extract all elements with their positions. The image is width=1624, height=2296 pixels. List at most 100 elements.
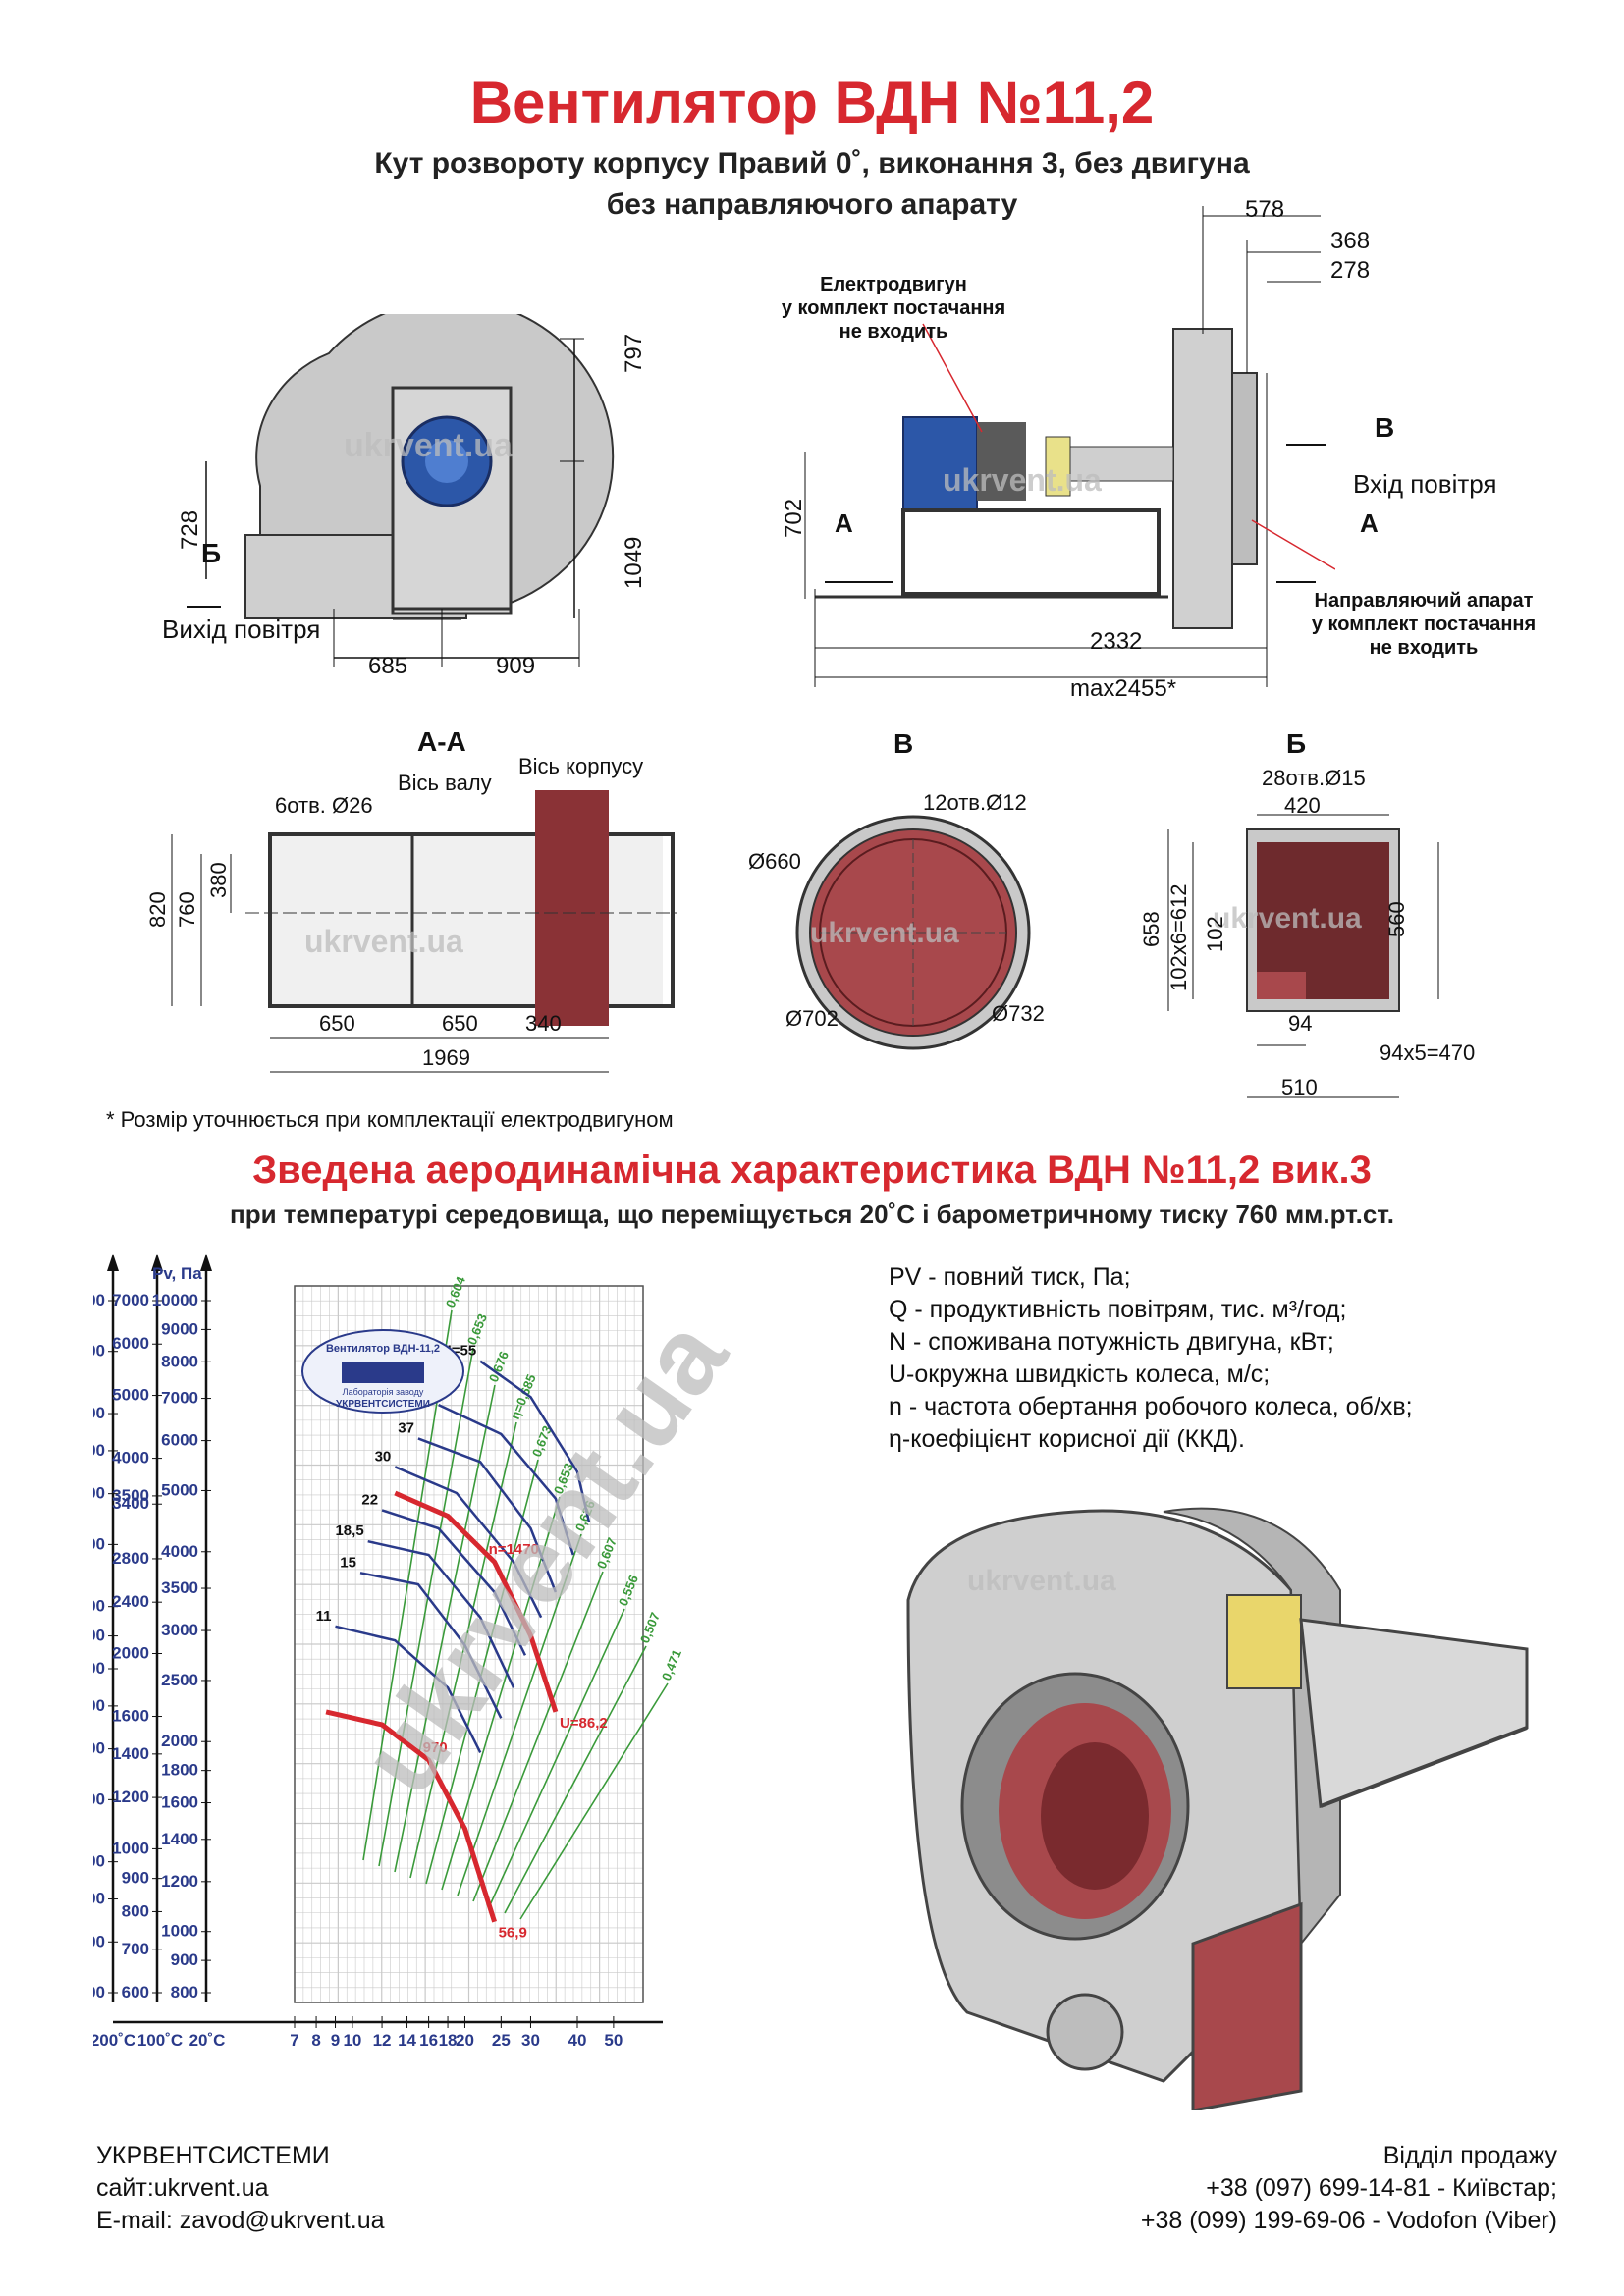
y-tick-label: 600	[93, 1932, 105, 1950]
efficiency-label: 0,507	[637, 1610, 663, 1645]
power-label: 22	[361, 1491, 378, 1508]
y-tick-label: 1400	[112, 1744, 149, 1763]
efficiency-line	[488, 1608, 625, 1908]
arrow-v-label: В	[1375, 412, 1395, 443]
y-tick-label: 9000	[161, 1319, 198, 1338]
x-temp-label: 200˚C	[93, 2031, 135, 2050]
dim-650-b: 650	[442, 1011, 478, 1036]
motor-note-line-3: не входить	[839, 321, 948, 343]
dim-560: 560	[1384, 901, 1409, 937]
view-v-drawing: ukrvent.ua	[795, 815, 1031, 1050]
y-tick-label: 900	[171, 1950, 198, 1969]
dim-909: 909	[496, 653, 536, 679]
stamp-line-2: Лабораторія заводу	[343, 1387, 424, 1397]
y-tick-label: 3000	[93, 1484, 105, 1503]
footer-sales: Відділ продажу	[1382, 2142, 1557, 2169]
arrow-a-right-label: А	[1360, 508, 1379, 538]
view-v-title: В	[893, 728, 914, 759]
x-temp-label: 20˚C	[189, 2031, 226, 2050]
section-aa-title: А-А	[417, 726, 466, 757]
svg-text:ukrvent.ua: ukrvent.ua	[1213, 902, 1362, 934]
x-tick-label: 8	[311, 2031, 320, 2050]
u-label: 56,9	[499, 1925, 527, 1942]
dim-820: 820	[145, 891, 170, 928]
y-axis-arrow	[107, 1254, 119, 1271]
motor-note-line-2: у комплект постачання	[781, 297, 1006, 319]
power-curve	[479, 1360, 591, 1522]
efficiency-line	[409, 1421, 517, 1879]
footer-email[interactable]: E-mail: zavod@ukrvent.ua	[96, 2207, 385, 2234]
stamp-line-3: УКРВЕНТСИСТЕМИ	[336, 1399, 430, 1410]
legend-pv: PV - повний тиск, Па;	[889, 1263, 1131, 1291]
efficiency-label: 0,604	[443, 1274, 468, 1309]
y-tick-label: 1000	[161, 1922, 198, 1941]
chart-y-axes: 5006007008001000120014001600180020002500…	[93, 1254, 212, 2002]
power-label: 11	[316, 1608, 332, 1625]
y-tick-label: 3500	[93, 1441, 105, 1460]
power-label: 15	[340, 1554, 356, 1571]
plot-frame	[294, 1285, 644, 2003]
aero-chart: 5006007008001000120014001600180020002500…	[93, 1254, 750, 2050]
y-tick-label: 2000	[161, 1732, 198, 1750]
speed-label: n=1470	[489, 1541, 539, 1558]
y-axis-label: Pv, Па	[152, 1264, 202, 1283]
y-tick-label: 1000	[112, 1839, 149, 1857]
y-tick-label: 1000	[93, 1789, 105, 1808]
dim-1049: 1049	[621, 536, 647, 589]
y-tick-label: 4000	[93, 1404, 105, 1422]
holes-12-label: 12отв.Ø12	[923, 790, 1027, 815]
chart-title: Зведена аеродинамічна характеристика ВДН…	[252, 1148, 1372, 1192]
page-title: Вентилятор ВДН №11,2	[469, 70, 1155, 135]
guide-note-line-2: у комплект постачання	[1311, 614, 1537, 635]
holes-15-label: 28отв.Ø15	[1262, 766, 1366, 790]
x-tick-label: 40	[568, 2031, 587, 2050]
page-subtitle: Кут розвороту корпусу Правий 0˚, виконан…	[374, 147, 1250, 180]
footnote: * Розмір уточнюється при комплектації ел…	[106, 1107, 674, 1132]
power-curve	[335, 1625, 482, 1753]
dim-368: 368	[1330, 228, 1371, 254]
footer-site[interactable]: сайт:ukrvent.ua	[96, 2174, 269, 2202]
page-subtitle-2: без направляючого апарату	[606, 188, 1018, 221]
y-tick-label: 900	[122, 1869, 149, 1888]
power-curve	[438, 1403, 574, 1556]
y-tick-label: 3000	[161, 1621, 198, 1639]
x-tick-label: 16	[419, 2031, 438, 2050]
y-tick-label: 2000	[112, 1644, 149, 1663]
x-tick-label: 7	[290, 2031, 298, 2050]
svg-text:ukrvent.ua: ukrvent.ua	[967, 1565, 1116, 1597]
y-tick-label: 6000	[161, 1431, 198, 1450]
footer-phone-2[interactable]: +38 (099) 199-69-06 - Vodofon (Viber)	[1140, 2207, 1557, 2234]
section-aa-drawing: ukrvent.ua	[171, 790, 677, 1073]
y-tick-label: 2400	[112, 1592, 149, 1611]
legend-nn: n - частота обертання робочого колеса, о…	[889, 1393, 1413, 1420]
y-tick-label: 3500	[161, 1578, 198, 1597]
dia-660: Ø660	[748, 849, 801, 874]
dim-650-a: 650	[319, 1011, 355, 1036]
arrow-b-label: Б	[201, 538, 222, 568]
y-tick-label: 6000	[112, 1334, 149, 1353]
dim-685: 685	[368, 653, 408, 679]
footer-phone-1[interactable]: +38 (097) 699-14-81 - Київстар;	[1206, 2174, 1557, 2202]
dim-612: 102x6=612	[1166, 883, 1191, 992]
y-tick-label: 2500	[161, 1671, 198, 1689]
section-b-drawing: ukrvent.ua	[1167, 814, 1439, 1098]
chart-grid	[294, 1285, 644, 2003]
legend-q: Q - продуктивність повітрям, тис. м³/год…	[889, 1296, 1347, 1323]
motor-note-line-1: Електродвигун	[820, 274, 967, 295]
dim-max2455: max2455*	[1070, 675, 1177, 702]
dim-728: 728	[177, 509, 203, 550]
speed-curve	[325, 1709, 497, 1923]
y-tick-label: 700	[122, 1940, 149, 1958]
dim-470: 94x5=470	[1380, 1041, 1476, 1065]
y-tick-label: 5000	[161, 1480, 198, 1499]
y-tick-label: 1800	[161, 1761, 198, 1780]
power-curve	[381, 1509, 527, 1656]
svg-text:ukrvent.ua: ukrvent.ua	[304, 924, 463, 959]
efficiency-line	[425, 1459, 539, 1885]
dim-102: 102	[1203, 916, 1227, 952]
air-in-label: Вхід повітря	[1353, 469, 1497, 499]
u-label: U=86,2	[560, 1715, 608, 1732]
stamp-line-1: Вентилятор ВДН-11,2	[326, 1343, 440, 1355]
